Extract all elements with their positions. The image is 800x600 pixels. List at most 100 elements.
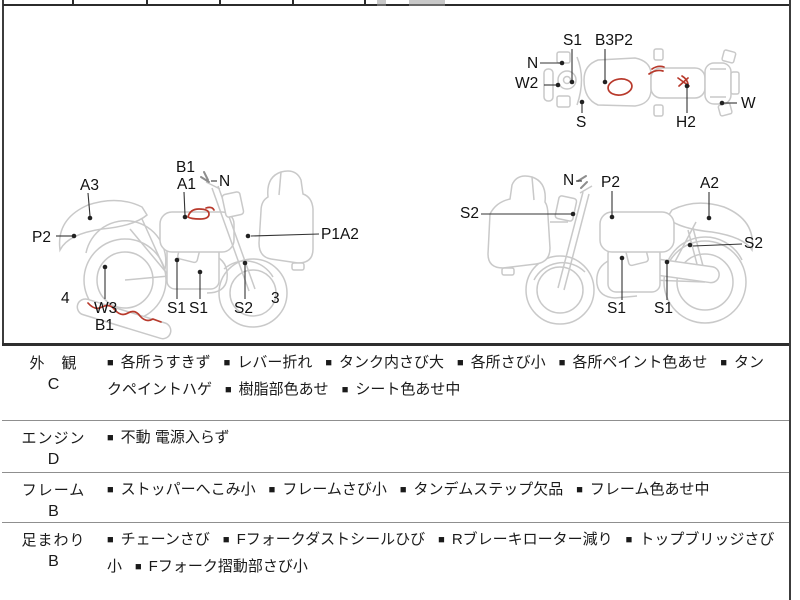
category-cell: 足まわり B: [2, 523, 105, 600]
top-view-code-S1: S1: [563, 32, 582, 49]
bullet-square-icon: ■: [268, 484, 276, 496]
bullet-square-icon: ■: [107, 484, 114, 496]
bullet-square-icon: ■: [558, 357, 566, 369]
top-view-code-B3P2: B3P2: [595, 32, 633, 49]
defect-item: ■各所さび小: [457, 354, 546, 371]
bullet-square-icon: ■: [225, 384, 232, 396]
top-table-divider: [364, 0, 366, 5]
left-side-view-code-P1A2: P1A2: [321, 226, 359, 243]
defect-item: ■不動 電源入らず: [107, 429, 230, 446]
grade-value: B: [48, 503, 59, 520]
condition-table-row: エンジン D ■不動 電源入らず: [2, 421, 789, 473]
bullet-square-icon: ■: [107, 534, 114, 546]
bullet-square-icon: ■: [457, 357, 464, 369]
grade-value: C: [47, 376, 60, 393]
top-view-damage-marks: [607, 65, 690, 96]
left-side-view-code-W3: W3: [94, 300, 118, 317]
top-table-divider: [292, 0, 294, 5]
right-side-view-code-S1: S1: [607, 300, 626, 317]
bullet-square-icon: ■: [222, 534, 230, 546]
bullet-square-icon: ■: [438, 534, 445, 546]
defect-item: ■タンク内さび大: [325, 354, 445, 371]
defect-item: ■Fフォークダストシールひび: [222, 531, 426, 548]
left-side-view-code-B1: B1: [95, 317, 114, 334]
cropped-text-fragment: [409, 0, 445, 6]
defect-item: ■フレームさび小: [268, 481, 387, 498]
defect-item: ■シート色あせ中: [341, 381, 461, 398]
defect-item: ■トップブリッジさび小: [107, 531, 775, 575]
category-cell: 外 観 C: [2, 346, 105, 420]
right-side-leader-lines: [481, 180, 743, 300]
left-side-view-code-4: 4: [61, 290, 70, 307]
top-table-divider: [72, 0, 74, 5]
defect-item: ■Rブレーキローター減り: [438, 531, 613, 548]
item-list: ■不動 電源入らず: [105, 421, 789, 472]
top-view-code-N: N: [527, 55, 539, 72]
top-view-code-W2: W2: [515, 75, 539, 92]
left-side-view-code-N: N: [219, 173, 231, 190]
top-view-outline: [543, 48, 740, 117]
bullet-square-icon: ■: [107, 357, 114, 369]
cropped-text-fragment: [377, 0, 386, 6]
bullet-square-icon: ■: [107, 432, 114, 444]
defect-item: ■チェーンさび: [107, 531, 210, 548]
condition-table-row: フレーム B ■ストッパーへこみ小■フレームさび小■タンデムステップ欠品■フレー…: [2, 473, 789, 523]
defect-item: ■タンデムステップ欠品: [399, 481, 564, 498]
left-side-view-code-S1: S1: [167, 300, 186, 317]
sheet-left-border: [2, 0, 4, 600]
bullet-square-icon: ■: [223, 357, 231, 369]
top-table-divider: [219, 0, 221, 5]
motorcycle-top-view-diagram: [540, 48, 740, 117]
bullet-square-icon: ■: [135, 561, 142, 573]
left-side-view-code-P2: P2: [32, 229, 51, 246]
left-side-view-code-S2: S2: [234, 300, 253, 317]
left-side-view-code-A1: A1: [177, 176, 196, 193]
item-list: ■チェーンさび ■Fフォークダストシールひび ■Rブレーキローター減り■トップブリッ…: [105, 523, 789, 600]
top-view-code-W: W: [741, 95, 756, 112]
defect-item: ■フレーム色あせ中: [576, 481, 710, 498]
bullet-square-icon: ■: [325, 357, 332, 369]
brake-lever-glyph: [577, 175, 588, 189]
top-view-code-H2: H2: [676, 114, 696, 131]
category-cell: フレーム B: [2, 473, 105, 522]
grade-value: B: [48, 553, 59, 570]
defect-item: ■各所うすきず: [107, 354, 211, 371]
right-side-outline: [487, 175, 754, 325]
motorcycle-right-side-diagram: [481, 175, 754, 325]
left-side-damage-marks: [87, 206, 215, 323]
defect-item: ■各所ペイント色あせ: [558, 354, 708, 371]
defect-item: ■タンクペイントハゲ: [107, 354, 765, 398]
defect-item: ■Fフォーク摺動部さび小: [135, 558, 308, 575]
top-view-code-S: S: [576, 114, 587, 131]
bullet-square-icon: ■: [625, 534, 633, 546]
motorcycle-left-side-diagram: [56, 170, 320, 340]
left-side-view-code-B1: B1: [176, 159, 195, 176]
defect-item: ■レバー折れ: [223, 354, 313, 371]
bullet-square-icon: ■: [341, 384, 349, 396]
left-side-leader-lines: [56, 180, 320, 299]
right-side-view-code-S2: S2: [744, 235, 763, 252]
condition-table: 外 観 C ■各所うすきず ■レバー折れ ■タンク内さび大 ■各所さび小 ■各所ペイント…: [2, 343, 789, 600]
category-label: フレーム: [21, 482, 86, 499]
defect-item: ■ストッパーへこみ小: [107, 481, 256, 498]
bullet-square-icon: ■: [720, 357, 728, 369]
right-side-view-code-N: N: [563, 172, 575, 189]
right-side-view-code-S1: S1: [654, 300, 673, 317]
defect-item: ■樹脂部色あせ: [225, 381, 329, 398]
brake-lever-glyph: [200, 171, 210, 183]
left-side-view-code-3: 3: [271, 290, 280, 307]
sheet-right-border: [789, 0, 791, 600]
bullet-square-icon: ■: [399, 484, 407, 496]
right-side-view-code-A2: A2: [700, 175, 719, 192]
category-label: 足まわり: [21, 532, 86, 549]
bullet-square-icon: ■: [576, 484, 583, 496]
top-view-leader-lines: [540, 49, 737, 113]
grade-value: D: [47, 451, 60, 468]
category-label: エンジン: [21, 430, 86, 447]
top-table-divider: [146, 0, 148, 5]
left-side-view-code-A3: A3: [80, 177, 99, 194]
condition-table-row: 外 観 C ■各所うすきず ■レバー折れ ■タンク内さび大 ■各所さび小 ■各所ペイント…: [2, 346, 789, 421]
condition-table-row: 足まわり B ■チェーンさび ■Fフォークダストシールひび ■Rブレーキローター減り…: [2, 523, 789, 600]
left-side-outline: [58, 170, 314, 340]
